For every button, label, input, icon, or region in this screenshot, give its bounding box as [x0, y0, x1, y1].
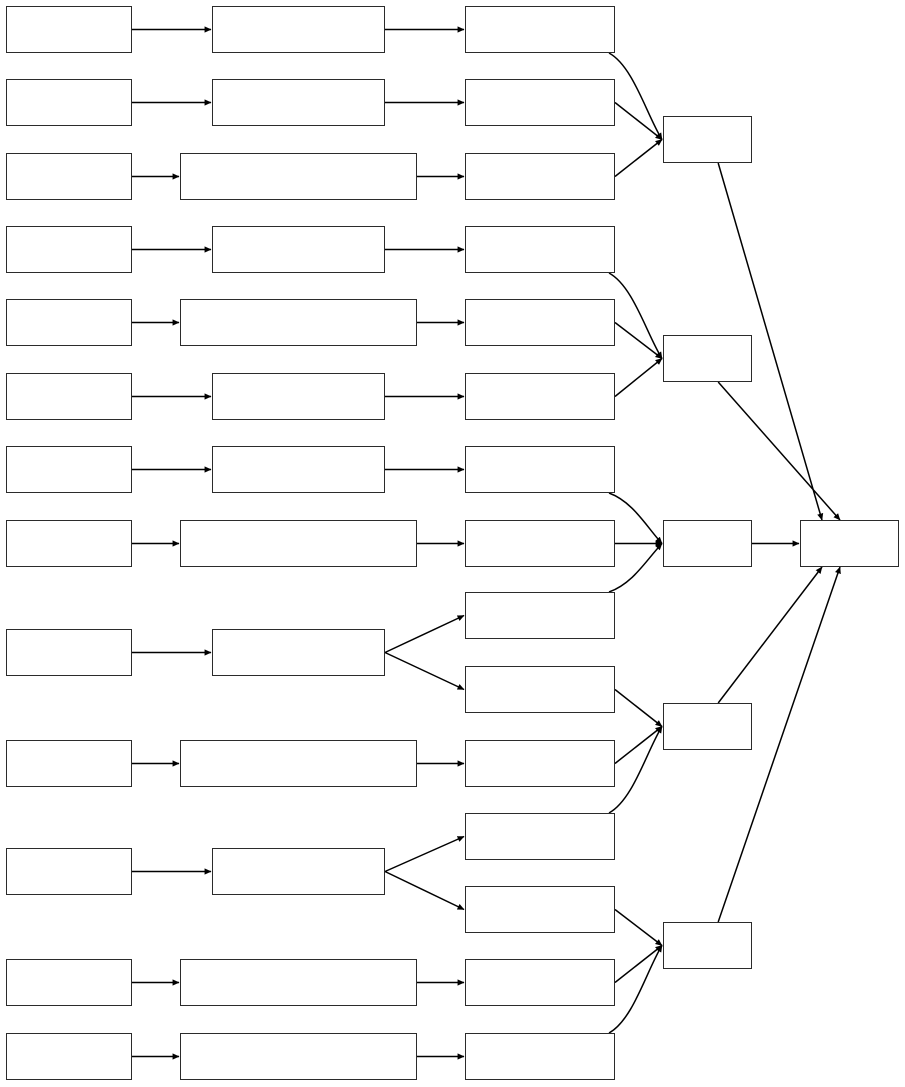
node-op12 [465, 813, 615, 860]
node-cal2 [212, 79, 385, 126]
edge-cal11-to-op13 [384, 870, 465, 911]
node-in8 [6, 520, 132, 567]
edge-cal9-to-op9 [384, 614, 465, 654]
edge-cal9-to-op10 [384, 651, 465, 691]
edge-op14-to-lat5 [614, 944, 663, 984]
edge-op3-to-lat1 [614, 138, 663, 178]
edge-op13-to-lat5 [614, 908, 663, 947]
edge-op10-to-lat4 [614, 688, 663, 728]
node-in11 [6, 848, 132, 895]
node-avg [800, 520, 899, 567]
node-op7 [465, 446, 615, 493]
node-lat4 [663, 703, 752, 750]
node-lat3 [663, 520, 752, 567]
node-op11 [465, 740, 615, 787]
node-in9 [6, 629, 132, 676]
node-cal3 [180, 153, 417, 200]
node-in5 [6, 299, 132, 346]
node-op8 [465, 520, 615, 567]
edge-op5-to-lat2 [614, 321, 663, 360]
edge-op4-to-lat2 [608, 272, 663, 359]
node-cal1 [212, 6, 385, 53]
node-op15 [465, 1033, 615, 1080]
edge-op2-to-lat1 [614, 101, 663, 141]
node-op13 [465, 886, 615, 933]
node-cal10 [180, 740, 417, 787]
edge-op9-to-lat3 [608, 542, 663, 593]
node-cal6 [212, 373, 385, 420]
node-op2 [465, 79, 615, 126]
node-op4 [465, 226, 615, 273]
node-in1 [6, 6, 132, 53]
node-op1 [465, 6, 615, 53]
node-cal4 [212, 226, 385, 273]
node-lat5 [663, 922, 752, 969]
node-op10 [465, 666, 615, 713]
edge-op7-to-lat3 [608, 492, 663, 545]
edge-op15-to-lat5 [608, 945, 663, 1034]
node-cal8 [180, 520, 417, 567]
edge-lat2-to-avg [717, 381, 841, 521]
node-op14 [465, 959, 615, 1006]
node-op9 [465, 592, 615, 639]
node-cal11 [212, 848, 385, 895]
node-in3 [6, 153, 132, 200]
node-in13 [6, 1033, 132, 1080]
node-cal5 [180, 299, 417, 346]
node-in7 [6, 446, 132, 493]
edge-op1-to-lat1 [608, 52, 663, 140]
node-in2 [6, 79, 132, 126]
edge-cal11-to-op12 [384, 835, 465, 873]
node-op5 [465, 299, 615, 346]
edge-op6-to-lat2 [614, 357, 663, 398]
node-cal7 [212, 446, 385, 493]
node-op3 [465, 153, 615, 200]
node-cal12 [180, 959, 417, 1006]
edge-lat4-to-avg [717, 566, 823, 704]
node-op6 [465, 373, 615, 420]
node-in12 [6, 959, 132, 1006]
edge-op12-to-lat4 [608, 726, 663, 814]
node-in10 [6, 740, 132, 787]
node-in4 [6, 226, 132, 273]
node-lat1 [663, 116, 752, 163]
edge-op11-to-lat4 [614, 725, 663, 765]
node-lat2 [663, 335, 752, 382]
node-cal9 [212, 629, 385, 676]
node-in6 [6, 373, 132, 420]
node-cal13 [180, 1033, 417, 1080]
